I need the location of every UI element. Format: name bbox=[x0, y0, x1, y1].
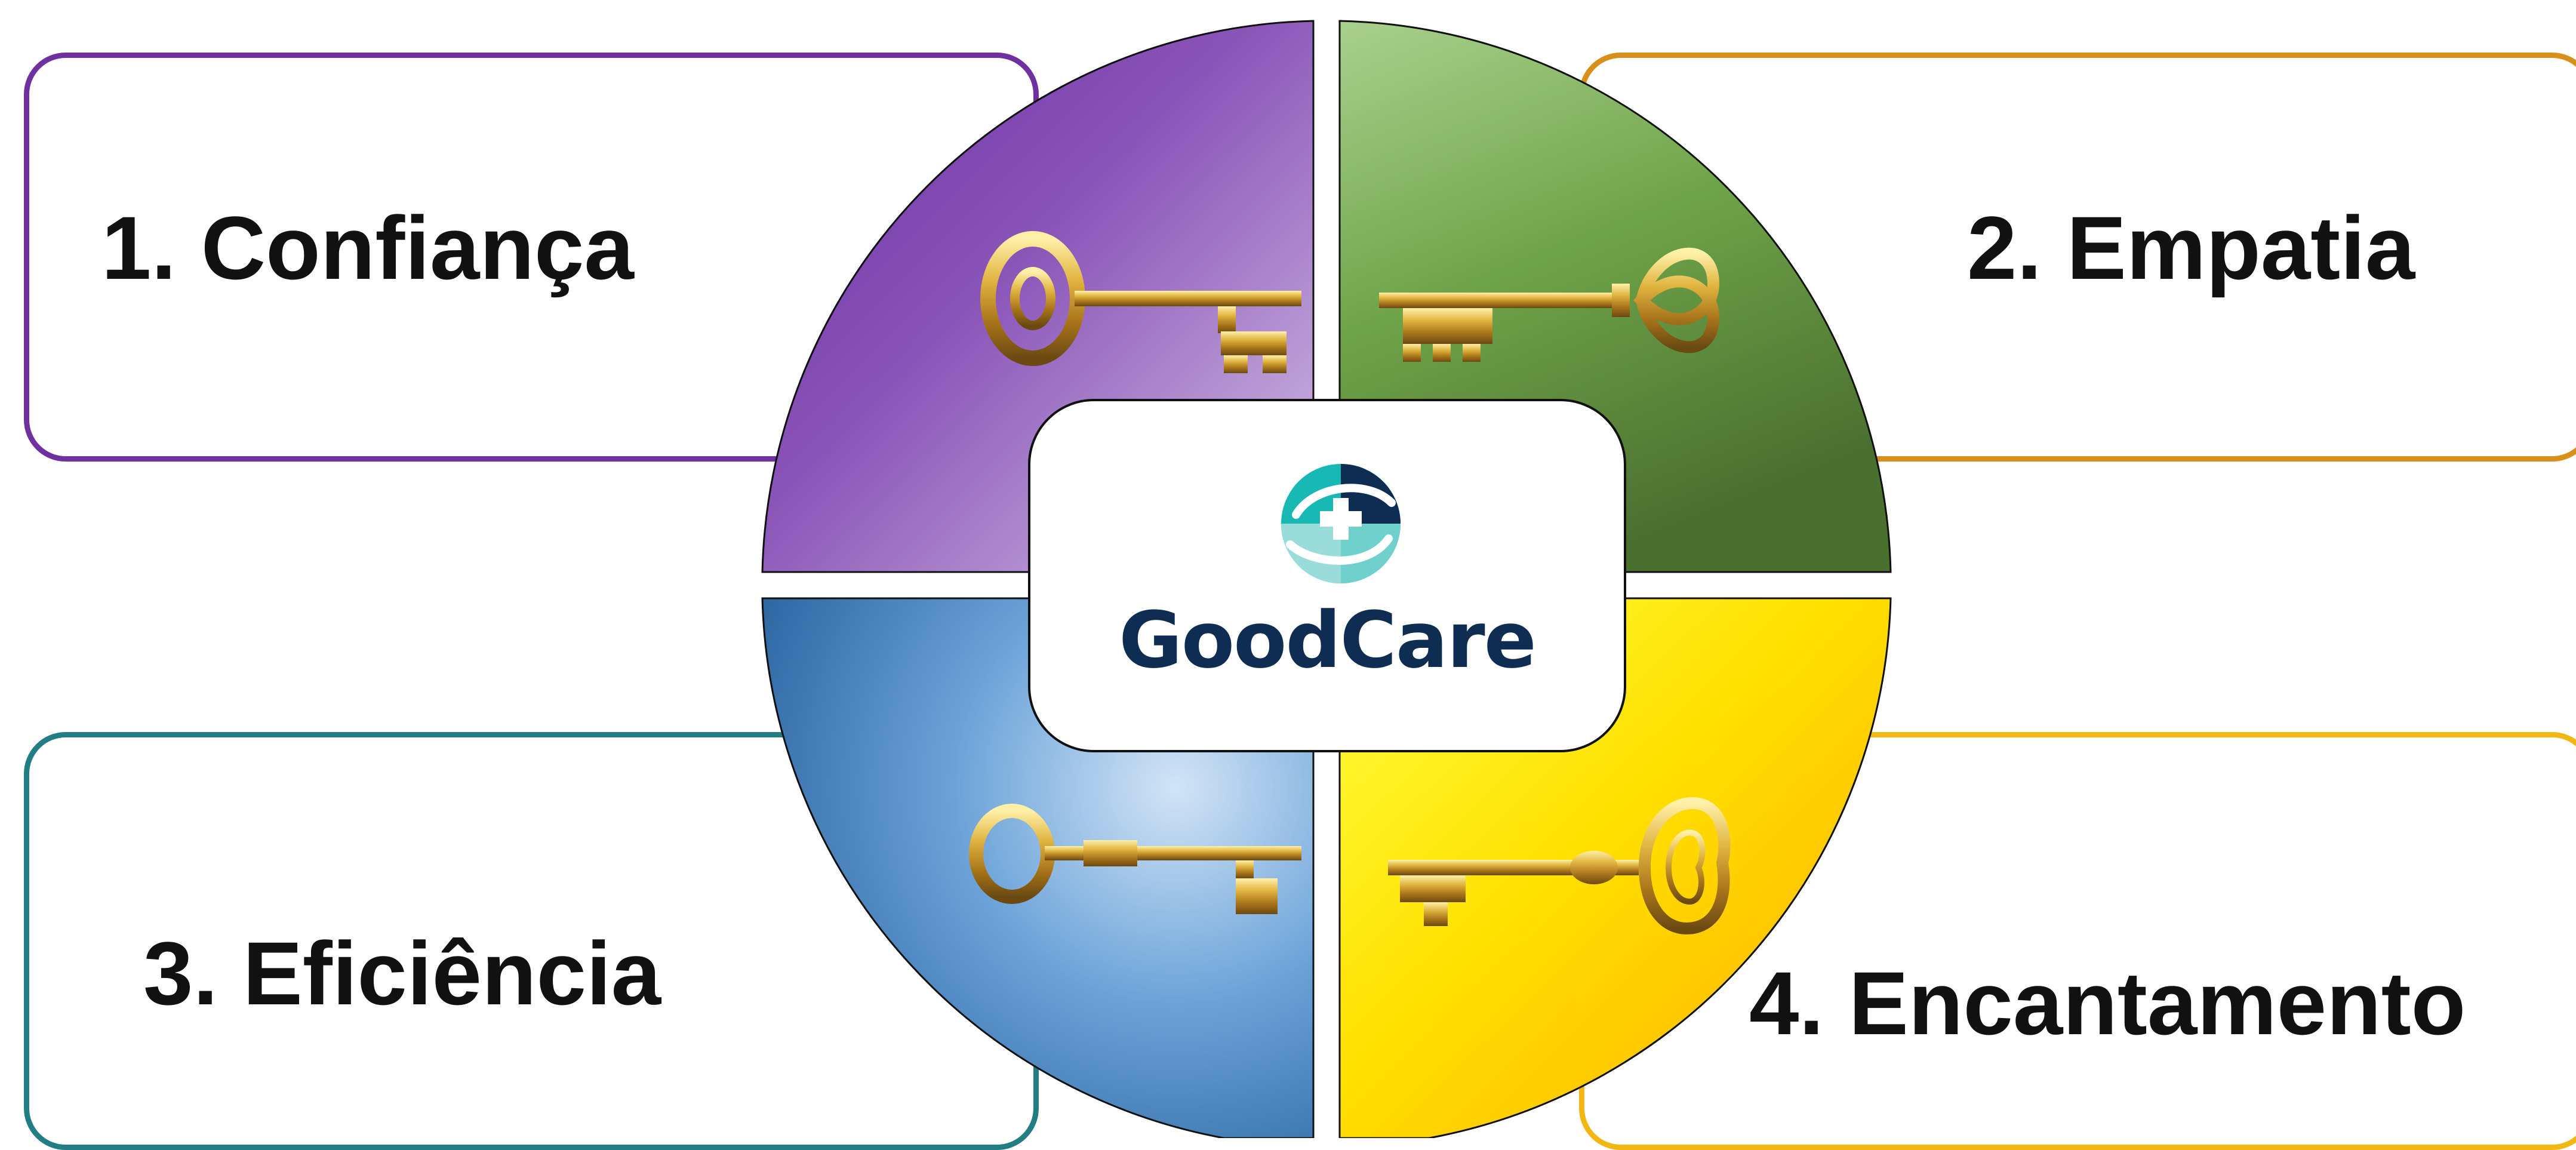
pillar-label-confianca: 1. Confiança bbox=[101, 198, 634, 298]
center-logo-card: GoodCare bbox=[1028, 399, 1626, 752]
pillar-card-eficiencia bbox=[24, 732, 1039, 1150]
goodcare-logo-icon bbox=[1281, 464, 1401, 583]
pillar-label-empatia: 2. Empatia bbox=[1967, 198, 2415, 298]
pillar-label-encantamento: 4. Encantamento bbox=[1749, 953, 2466, 1053]
key-icon bbox=[1379, 247, 1720, 362]
key-icon bbox=[969, 804, 1301, 914]
key-icon bbox=[1388, 797, 1731, 935]
brand-name: GoodCare bbox=[1119, 595, 1537, 685]
pillar-label-eficiencia: 3. Eficiência bbox=[143, 923, 661, 1023]
key-icon bbox=[980, 231, 1301, 373]
